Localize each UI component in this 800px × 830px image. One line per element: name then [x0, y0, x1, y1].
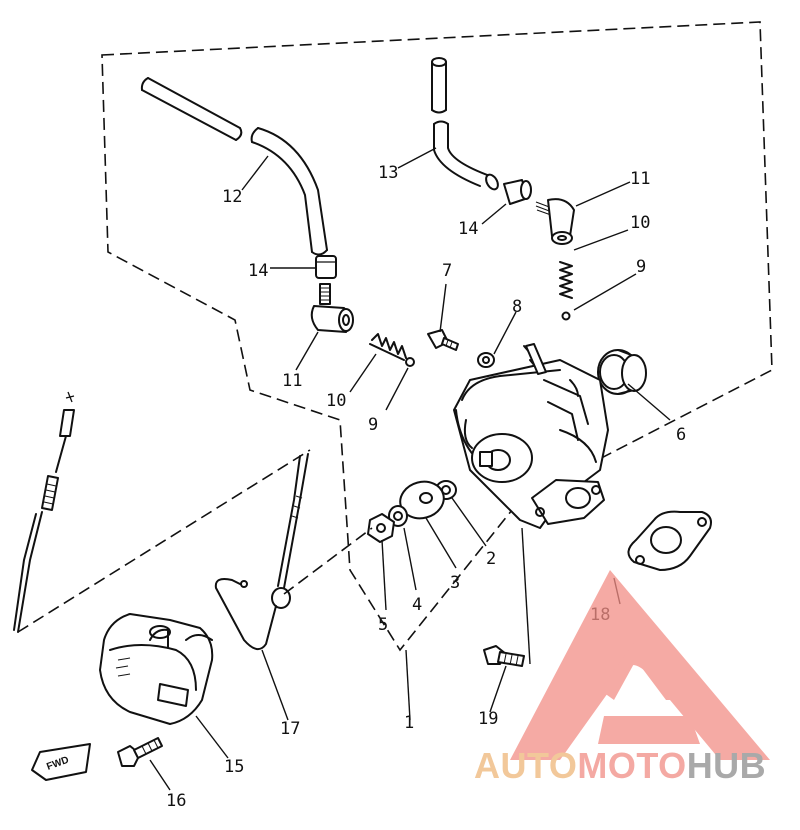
hose-12 — [140, 77, 328, 256]
callout-9-right: 9 — [636, 257, 646, 277]
oil-seal-6 — [597, 349, 647, 395]
throttle-cable-17 — [214, 453, 373, 651]
svg-text:AUTOMOTOHUB: AUTOMOTOHUB — [474, 745, 766, 786]
watermark-triangle-inner — [600, 620, 700, 700]
callout-8: 8 — [512, 297, 522, 317]
watermark-logo — [510, 570, 770, 760]
cable-to-pulley-dashed-line — [17, 449, 311, 633]
oil-pump-body-1 — [453, 343, 609, 529]
callout-11-left: 11 — [282, 371, 302, 391]
spring-10-right — [559, 261, 573, 299]
watermark-wordmark: AUTOMOTOHUB — [474, 745, 766, 786]
callout-4: 4 — [412, 595, 422, 615]
elbow-fitting-11-left — [310, 283, 354, 333]
callout-14-right: 14 — [458, 219, 478, 239]
callout-15: 15 — [224, 757, 244, 777]
callout-1: 1 — [404, 713, 414, 733]
callout-12: 12 — [222, 187, 242, 207]
callout-16: 16 — [166, 791, 186, 811]
assembly-boundary — [101, 21, 773, 652]
gasket-18 — [627, 510, 712, 571]
callouts: 12 14 11 10 9 13 14 11 10 9 7 8 6 2 3 4 … — [166, 163, 686, 811]
callout-14-left: 14 — [248, 261, 268, 281]
hose-13 — [431, 57, 499, 191]
nut-5 — [367, 513, 395, 543]
check-ball-9-left — [405, 357, 415, 367]
callout-10-left: 10 — [326, 391, 346, 411]
elbow-fitting-11-right — [535, 198, 575, 245]
bolt-16 — [117, 737, 163, 767]
pump-cover-15 — [99, 613, 214, 725]
watermark-moto: MOTO — [577, 745, 686, 786]
callout-9-left: 9 — [368, 415, 378, 435]
callout-7: 7 — [442, 261, 452, 281]
callout-6: 6 — [676, 425, 686, 445]
control-cable — [13, 391, 75, 633]
watermark-g-mark — [598, 716, 700, 744]
clamp-14-left — [315, 255, 337, 279]
callout-17: 17 — [280, 719, 300, 739]
callout-13: 13 — [378, 163, 398, 183]
clamp-14-right — [503, 179, 532, 205]
callout-5: 5 — [378, 615, 388, 635]
bolt-19 — [483, 645, 525, 667]
spring-10-left — [369, 333, 407, 361]
watermark-hub: HUB — [687, 745, 767, 786]
check-ball-9-right — [561, 311, 571, 321]
watermark-auto: AUTO — [474, 745, 577, 786]
washer-8 — [477, 352, 495, 368]
callout-11-right: 11 — [630, 169, 650, 189]
callout-10-right: 10 — [630, 213, 650, 233]
callout-19: 19 — [478, 709, 498, 729]
callout-2: 2 — [486, 549, 496, 569]
bolt-7 — [427, 329, 459, 351]
fwd-direction-marker: FWD — [31, 743, 91, 781]
leader-lines — [149, 147, 671, 791]
callout-3: 3 — [450, 573, 460, 593]
